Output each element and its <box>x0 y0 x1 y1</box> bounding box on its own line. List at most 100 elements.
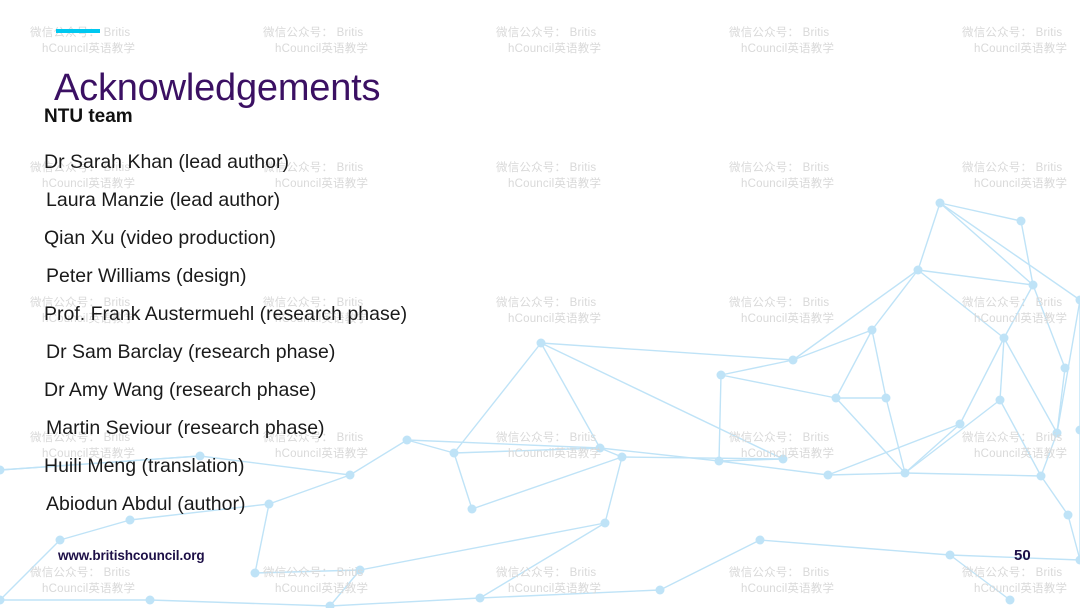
network-node <box>1028 280 1038 290</box>
network-node <box>355 565 365 575</box>
network-edge <box>1067 514 1080 561</box>
watermark-line-2: hCouncil英语教学 <box>42 43 136 55</box>
credit-line: Dr Amy Wang (research phase) <box>44 379 317 401</box>
network-edge <box>1003 337 1058 434</box>
watermark-line-1: 微信公众号： Britis <box>496 567 597 579</box>
footer-url[interactable]: www.britishcouncil.org <box>58 548 205 563</box>
network-edge <box>1040 475 1069 516</box>
network-edge <box>939 202 1034 286</box>
network-node <box>1075 295 1080 305</box>
watermark-tile: 微信公众号： Britis hCouncil英语教学 <box>962 160 1080 192</box>
network-edge <box>1003 284 1034 339</box>
network-node <box>1075 555 1080 565</box>
watermark-line-2: hCouncil英语教学 <box>741 583 835 595</box>
watermark-line-2: hCouncil英语教学 <box>741 43 835 55</box>
credit-line: Prof. Frank Austermuehl (research phase) <box>44 303 408 325</box>
watermark-line-1: 微信公众号： Britis <box>496 27 597 39</box>
network-edge <box>904 472 1042 477</box>
credit-line: Peter Williams (design) <box>46 265 247 287</box>
watermark-line-1: 微信公众号： Britis <box>729 297 830 309</box>
network-edge <box>1056 299 1080 434</box>
credits-list: Dr Sarah Khan (lead author) Laura Manzie … <box>44 143 684 523</box>
watermark-tile: 微信公众号： Britis hCouncil英语教学 <box>962 565 1080 597</box>
network-node <box>900 468 910 478</box>
network-node <box>716 370 726 380</box>
network-edge <box>329 597 481 607</box>
network-edge <box>917 269 1034 286</box>
watermark-line-2: hCouncil英语教学 <box>275 43 369 55</box>
network-node <box>999 333 1009 343</box>
watermark-line-2: hCouncil英语教学 <box>974 448 1068 460</box>
credit-line: Martin Seviour (research phase) <box>46 417 325 439</box>
watermark-line-1: 微信公众号： Britis <box>263 567 364 579</box>
network-node <box>1052 428 1062 438</box>
page-number: 50 <box>1014 547 1031 564</box>
network-edge <box>254 569 361 574</box>
network-node <box>1060 363 1070 373</box>
watermark-tile: 微信公众号： Britis hCouncil英语教学 <box>962 430 1080 462</box>
watermark-line-2: hCouncil英语教学 <box>974 43 1068 55</box>
watermark-tile: 微信公众号： Britis hCouncil英语教学 <box>729 160 929 192</box>
watermark-line-2: hCouncil英语教学 <box>974 583 1068 595</box>
network-node <box>881 393 891 403</box>
network-edge <box>959 337 1005 425</box>
watermark-line-1: 微信公众号： Britis <box>962 567 1063 579</box>
network-edge <box>1020 220 1034 286</box>
network-edge <box>827 472 906 476</box>
watermark-line-1: 微信公众号： Britis <box>729 432 830 444</box>
watermark-line-1: 微信公众号： Britis <box>729 27 830 39</box>
watermark-line-2: hCouncil英语教学 <box>741 178 835 190</box>
network-edge <box>720 359 794 376</box>
network-node <box>755 535 765 545</box>
network-node <box>1016 216 1026 226</box>
credit-line: Laura Manzie (lead author) <box>46 189 281 211</box>
credit-line: Dr Sarah Khan (lead author) <box>44 151 289 173</box>
watermark-tile: 微信公众号： Britis hCouncil英语教学 <box>729 25 929 57</box>
watermark-line-1: 微信公众号： Britis <box>30 27 131 39</box>
network-node <box>831 393 841 403</box>
network-edge <box>999 337 1005 401</box>
network-node <box>1063 510 1073 520</box>
watermark-line-1: 微信公众号： Britis <box>962 27 1063 39</box>
network-edge <box>792 329 873 361</box>
network-node <box>935 198 945 208</box>
network-node <box>1036 471 1046 481</box>
network-edge <box>718 458 784 462</box>
network-node <box>778 454 788 464</box>
network-edge <box>149 599 331 607</box>
network-edge <box>835 329 873 399</box>
network-edge <box>939 202 1080 301</box>
watermark-line-1: 微信公众号： Britis <box>962 162 1063 174</box>
network-node <box>145 595 155 605</box>
watermark-line-2: hCouncil英语教学 <box>974 178 1068 190</box>
network-edge <box>479 522 606 599</box>
network-edge <box>949 554 1011 601</box>
watermark-line-1: 微信公众号： Britis <box>263 27 364 39</box>
network-edge <box>904 399 1001 474</box>
watermark-line-1: 微信公众号： Britis <box>962 432 1063 444</box>
watermark-line-1: 微信公众号： Britis <box>30 567 131 579</box>
network-edge <box>1032 284 1066 369</box>
network-edge <box>759 539 951 556</box>
network-edge <box>885 397 906 474</box>
network-node <box>995 395 1005 405</box>
credit-line: Qian Xu (video production) <box>44 227 276 249</box>
network-node <box>714 456 724 466</box>
credits-block: NTU team Dr Sarah Khan (lead author)Laur… <box>44 104 684 523</box>
watermark-line-1: 微信公众号： Britis <box>729 162 830 174</box>
watermark-line-2: hCouncil英语教学 <box>741 313 835 325</box>
network-edge <box>59 519 131 541</box>
network-edge <box>904 423 961 474</box>
network-node <box>945 550 955 560</box>
watermark-line-1: 微信公众号： Britis <box>962 297 1063 309</box>
network-node <box>325 601 335 608</box>
network-node <box>475 593 485 603</box>
network-node <box>788 355 798 365</box>
network-node <box>955 419 965 429</box>
network-node <box>1075 425 1080 435</box>
